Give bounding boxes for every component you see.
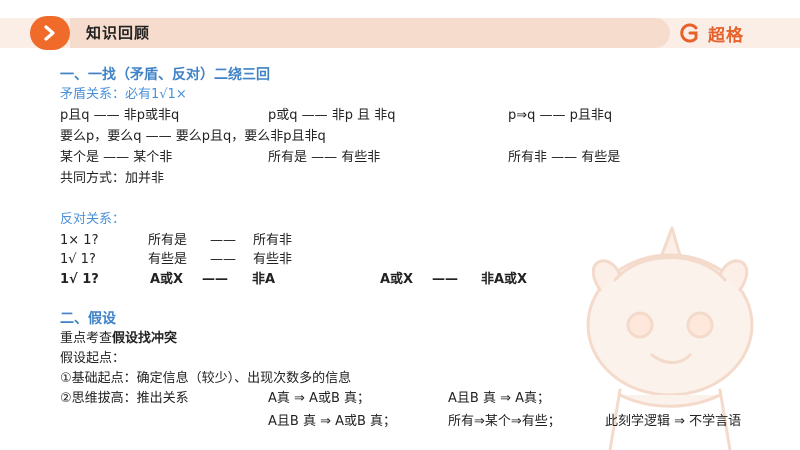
opp-row1-label: 1× 1?	[60, 233, 99, 248]
opp-bold-aorx: A或X	[380, 272, 414, 287]
focus-prefix: 重点考查	[60, 331, 113, 346]
page-title: 知识回顾	[86, 24, 151, 42]
focus-line: 重点考查假设找冲突	[60, 331, 177, 347]
opp-row2-a: 有些是	[148, 252, 188, 267]
start-label: 假设起点：	[60, 351, 126, 366]
brand-name: 超格	[708, 25, 744, 46]
opp-row2-b: 有些非	[253, 252, 293, 267]
chevron-right-icon	[30, 16, 70, 50]
point2-label: ②思维拔高：推出关系	[60, 391, 189, 406]
last-row-col2: 所有⇒某个⇒有些；	[448, 414, 561, 429]
opp-row1-b: 所有非	[253, 233, 293, 248]
header-title-bar	[70, 18, 670, 48]
opposition-title: 反对关系：	[60, 212, 126, 227]
opp-row1-a: 所有是	[148, 233, 188, 248]
row3-col3: 所有非 —— 有些是	[508, 150, 621, 165]
contradiction-title: 矛盾关系：必有1√1×	[60, 87, 187, 102]
opp-bold-notaorx: 非A或X	[481, 272, 528, 287]
point2-item2: A且B 真 ⇒ A真；	[448, 391, 550, 406]
opp-bold-nota: 非A	[252, 272, 276, 287]
row3-col2: 所有是 —— 有些非	[268, 150, 381, 165]
row2: 要么p，要么q —— 要么p且q，要么非p且非q	[60, 129, 326, 144]
point1: ①基础起点：确定信息（较少）、出现次数多的信息	[60, 371, 352, 386]
opp-bold-dash1: ——	[202, 272, 228, 287]
row3-col1: 某个是 —— 某个非	[60, 150, 173, 165]
opp-bold-a: A或X	[150, 272, 184, 287]
focus-bold: 假设找冲突	[112, 331, 178, 346]
last-row-col3: 此刻学逻辑 ⇒ 不学言语	[605, 414, 742, 429]
opp-row2-dash: ——	[210, 252, 236, 267]
section2-heading: 二、假设	[60, 311, 116, 327]
row4: 共同方式：加并非	[60, 171, 165, 186]
unicorn-mascot	[586, 226, 754, 450]
point2-item1: A真 ⇒ A或B 真；	[268, 391, 370, 406]
opp-row2-label: 1√ 1?	[60, 252, 96, 267]
opp-row1-dash: ——	[210, 233, 236, 248]
section1-heading: 一、一找（矛盾、反对）二绕三回	[60, 67, 270, 83]
opp-bold-dash2: ——	[432, 272, 458, 287]
opp-bold-label: 1√ 1?	[60, 272, 99, 287]
brand-logo-icon	[676, 19, 704, 47]
brand: 超格	[676, 19, 744, 47]
row1-col3: p⇒q —— p且非q	[508, 108, 613, 123]
last-row-col1: A且B 真 ⇒ A或B 真；	[268, 414, 397, 429]
row1-col1: p且q —— 非p或非q	[60, 108, 180, 123]
row1-col2: p或q —— 非p 且 非q	[268, 108, 396, 123]
